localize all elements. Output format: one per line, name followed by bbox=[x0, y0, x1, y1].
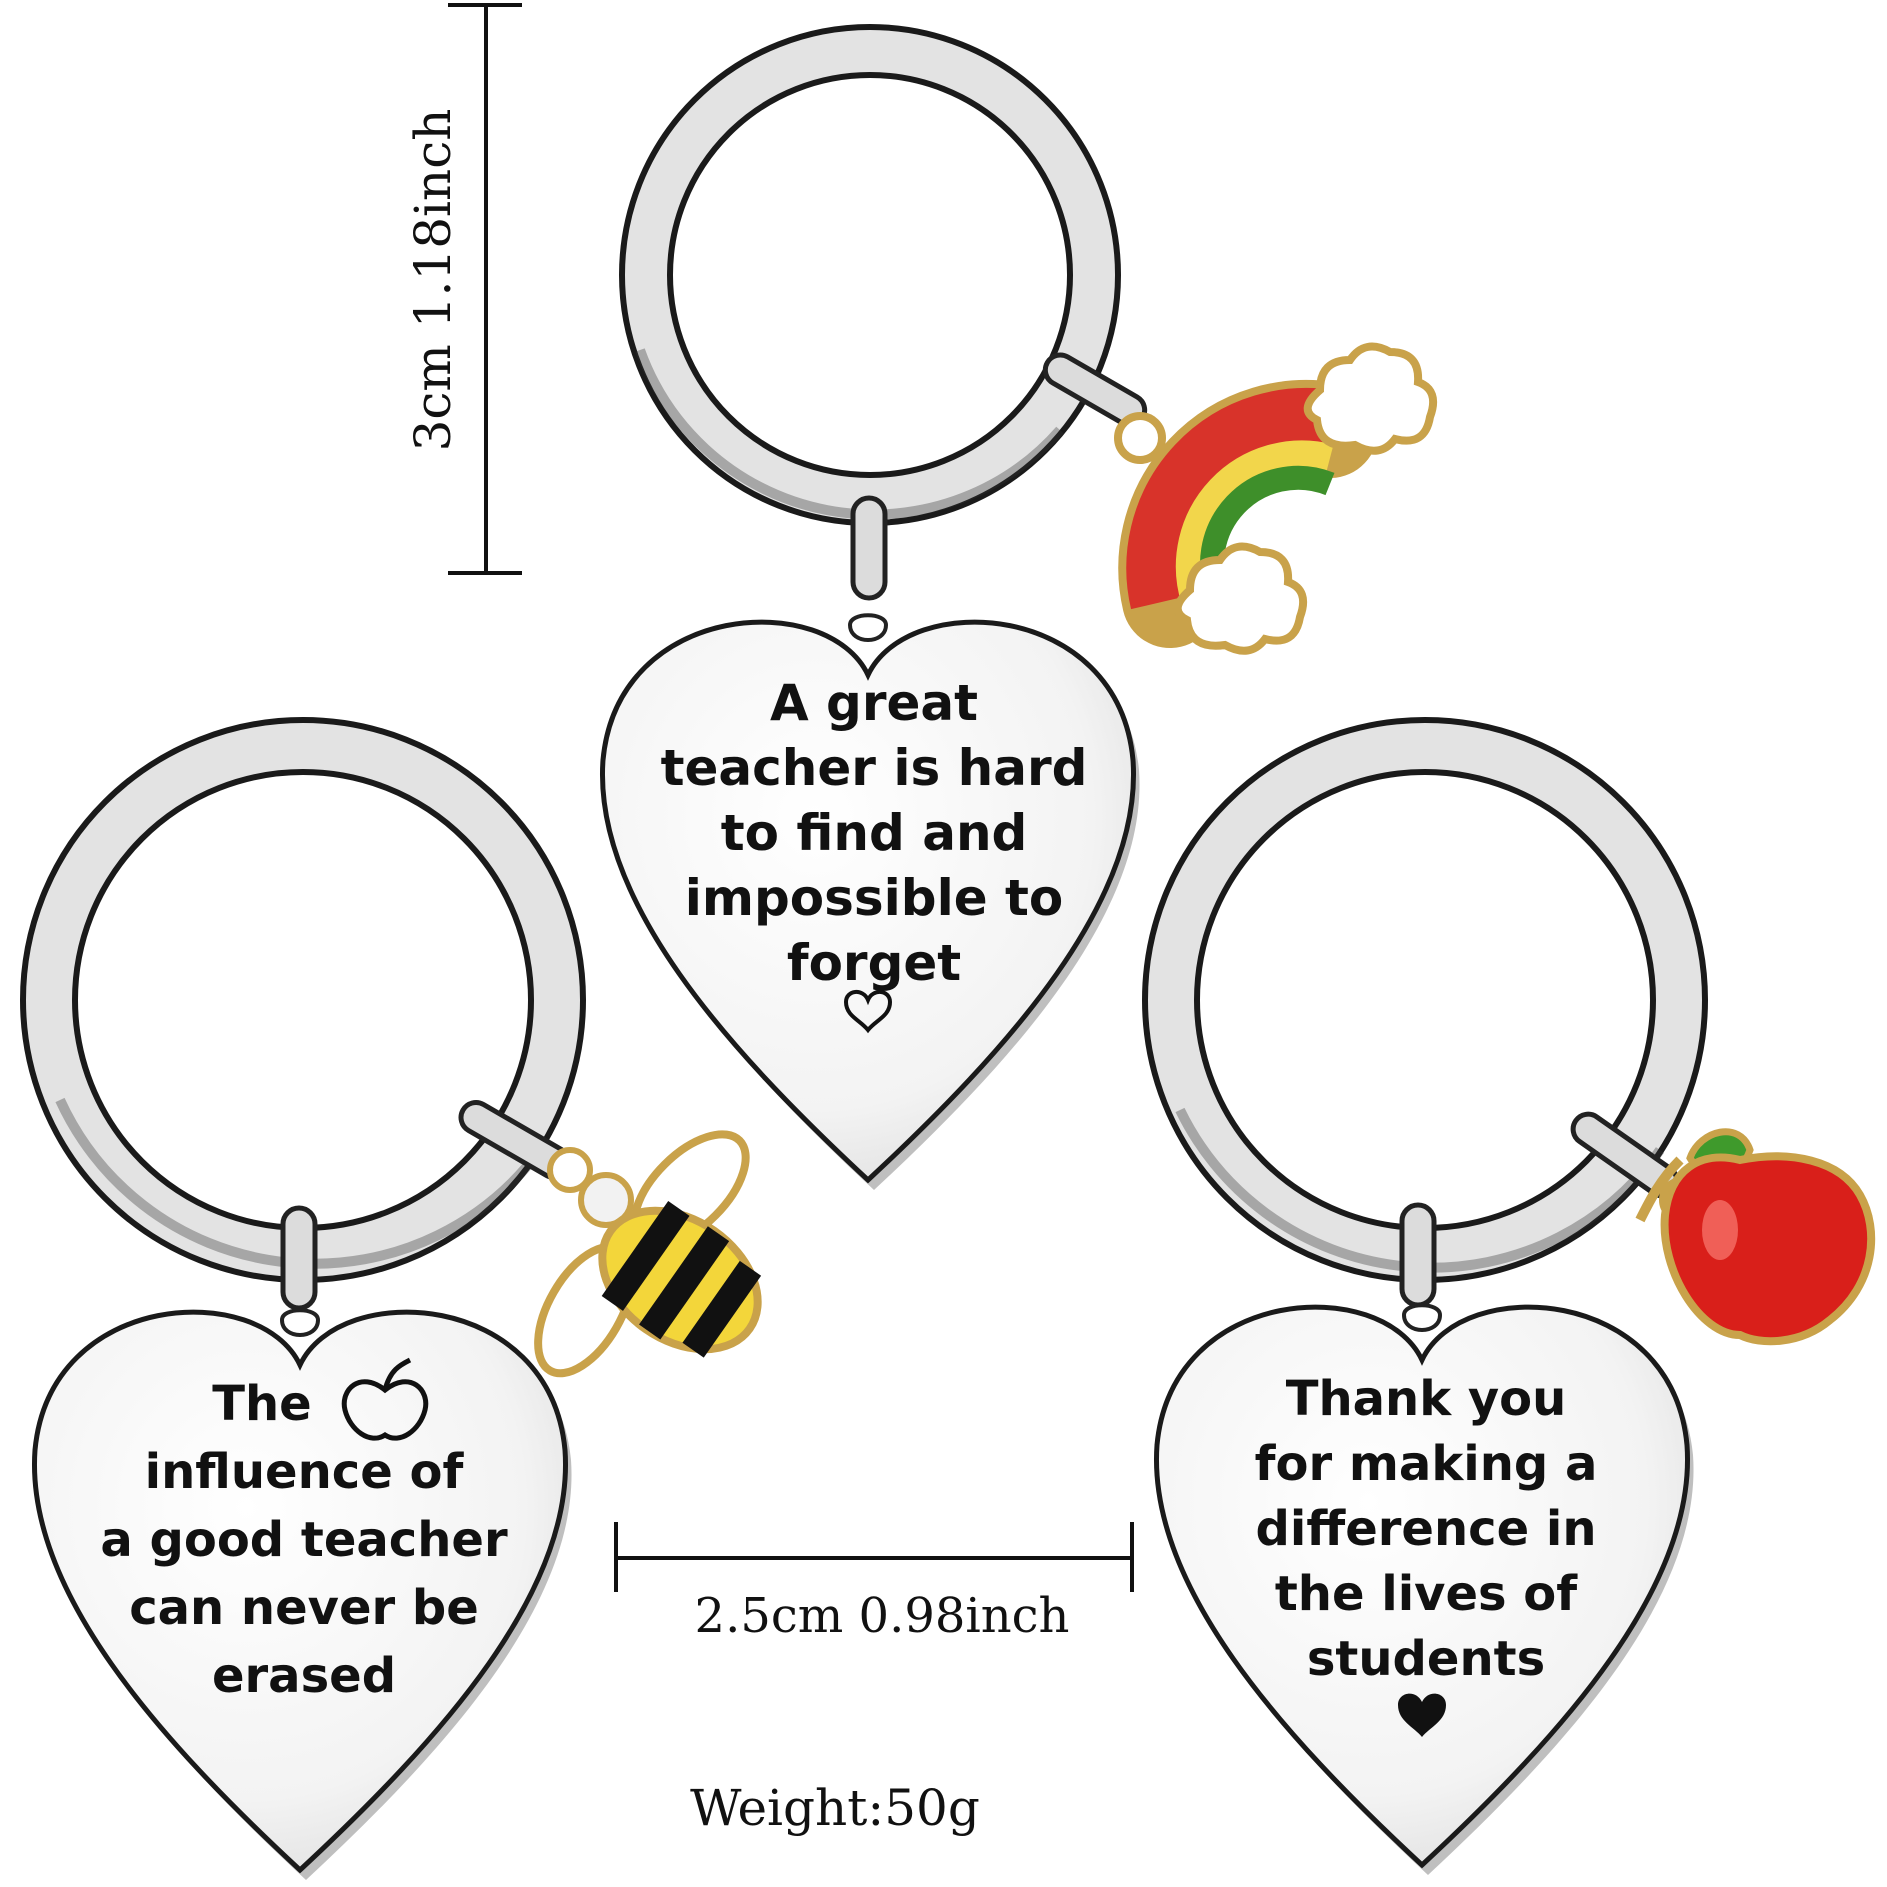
jump-ring bbox=[1399, 1202, 1437, 1308]
tag-line: for making a bbox=[1255, 1436, 1598, 1492]
width-label: 2.5cm 0.98inch bbox=[695, 1588, 1070, 1644]
width-dimension: 2.5cm 0.98inch bbox=[614, 1522, 1134, 1644]
tag-line: can never be bbox=[129, 1580, 479, 1636]
key-ring bbox=[1142, 717, 1708, 1283]
height-label: 3cm 1.18inch bbox=[404, 109, 462, 452]
apple-outline-icon bbox=[341, 1357, 429, 1441]
heart-tag: Thank you for making a difference in the… bbox=[1156, 1303, 1694, 1875]
keychain-right: Thank you for making a difference in the… bbox=[1142, 717, 1876, 1875]
tag-line: students bbox=[1307, 1631, 1545, 1687]
tag-line: teacher is hard bbox=[661, 739, 1088, 797]
tag-line: influence of bbox=[145, 1444, 465, 1500]
tag-line: forget bbox=[787, 934, 961, 992]
apple-body bbox=[1660, 1152, 1876, 1346]
bee-charm bbox=[534, 1130, 762, 1378]
weight-label: Weight:50g bbox=[690, 1779, 980, 1837]
tag-line: A great bbox=[770, 674, 978, 732]
tag-line: erased bbox=[212, 1648, 396, 1704]
jump-ring bbox=[280, 1205, 318, 1311]
tag-line: The bbox=[212, 1376, 311, 1432]
outline-heart-icon bbox=[843, 990, 893, 1034]
cloud-icon bbox=[1303, 342, 1437, 455]
tag-line: impossible to bbox=[685, 869, 1064, 927]
apple-charm bbox=[1635, 1128, 1876, 1346]
keychain-top: A great teacher is hard to find and impo… bbox=[602, 24, 1437, 1190]
key-ring bbox=[619, 24, 1121, 526]
tag-line: a good teacher bbox=[100, 1512, 508, 1568]
heart-tag: A great teacher is hard to find and impo… bbox=[602, 613, 1140, 1190]
tag-line: to find and bbox=[721, 804, 1028, 862]
bee-body bbox=[598, 1200, 762, 1358]
jump-ring bbox=[850, 495, 888, 601]
keychain-left: The influence of a good teacher can neve… bbox=[20, 717, 762, 1880]
tag-line: difference in bbox=[1256, 1501, 1597, 1557]
key-ring bbox=[20, 717, 586, 1283]
gem-icon bbox=[578, 1172, 634, 1228]
height-dimension: 3cm 1.18inch bbox=[404, 3, 522, 575]
rainbow-charm bbox=[1114, 342, 1437, 655]
tag-line: Thank you bbox=[1286, 1371, 1567, 1427]
cloud-icon bbox=[1173, 542, 1307, 655]
tag-line: the lives of bbox=[1275, 1566, 1578, 1622]
filled-heart-icon bbox=[1398, 1693, 1446, 1737]
heart-tag: The influence of a good teacher can neve… bbox=[34, 1308, 572, 1880]
